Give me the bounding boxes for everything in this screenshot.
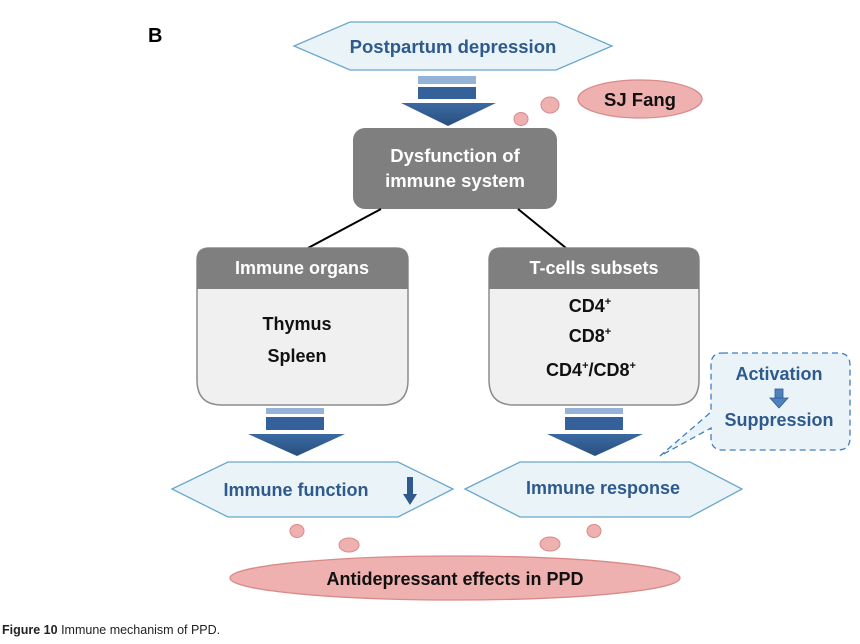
figure-caption-text: Immune mechanism of PPD.: [61, 623, 221, 637]
down-arrow-icon: [547, 408, 643, 456]
down-arrow-icon: [248, 408, 345, 456]
t-cell-subsets-box: T-cells subsets CD4+ CD8+ CD4+/CD8+: [488, 247, 700, 406]
t-cells-header: T-cells subsets: [529, 258, 658, 278]
down-arrow-icon: [769, 388, 789, 409]
immune-organs-header: Immune organs: [235, 258, 369, 278]
immune-response-label: Immune response: [526, 478, 680, 498]
organ-item: Thymus: [262, 314, 331, 334]
activation-label: Activation: [735, 364, 822, 384]
immune-function-label: Immune function: [224, 480, 369, 500]
activation-suppression-callout: Activation Suppression: [659, 352, 851, 457]
connector-right: [517, 208, 567, 249]
outcome-bubbles: [289, 524, 602, 553]
postpartum-depression-label: Postpartum depression: [350, 36, 557, 57]
dysfunction-line-1: Dysfunction of: [390, 145, 520, 166]
connector-left: [307, 208, 382, 249]
t-cell-item-cd4: CD4+: [569, 296, 611, 316]
antidepressant-effects-label: Antidepressant effects in PPD: [326, 569, 583, 589]
dysfunction-line-2: immune system: [385, 170, 525, 191]
down-arrow-icon: [401, 76, 496, 126]
postpartum-depression-node: Postpartum depression: [292, 21, 614, 71]
suppression-label: Suppression: [724, 410, 833, 430]
immune-dysfunction-node: Dysfunction of immune system: [353, 128, 557, 209]
panel-label: B: [148, 25, 162, 47]
t-cell-item-cd8: CD8+: [569, 326, 611, 346]
immune-organs-box: Immune organs Thymus Spleen: [196, 247, 409, 406]
organ-item: Spleen: [267, 346, 326, 366]
antidepressant-effects-node: Antidepressant effects in PPD: [229, 555, 681, 601]
immune-response-node: Immune response: [463, 461, 744, 518]
author-label: SJ Fang: [604, 89, 676, 110]
figure-caption: Figure 10 Immune mechanism of PPD.: [2, 623, 220, 637]
author-thought-bubble: SJ Fang: [513, 79, 703, 126]
figure-number: Figure 10: [2, 623, 58, 637]
immune-function-node: Immune function: [170, 461, 455, 518]
decrease-arrow-icon: [403, 477, 417, 505]
t-cell-item-ratio: CD4+/CD8+: [546, 360, 636, 380]
